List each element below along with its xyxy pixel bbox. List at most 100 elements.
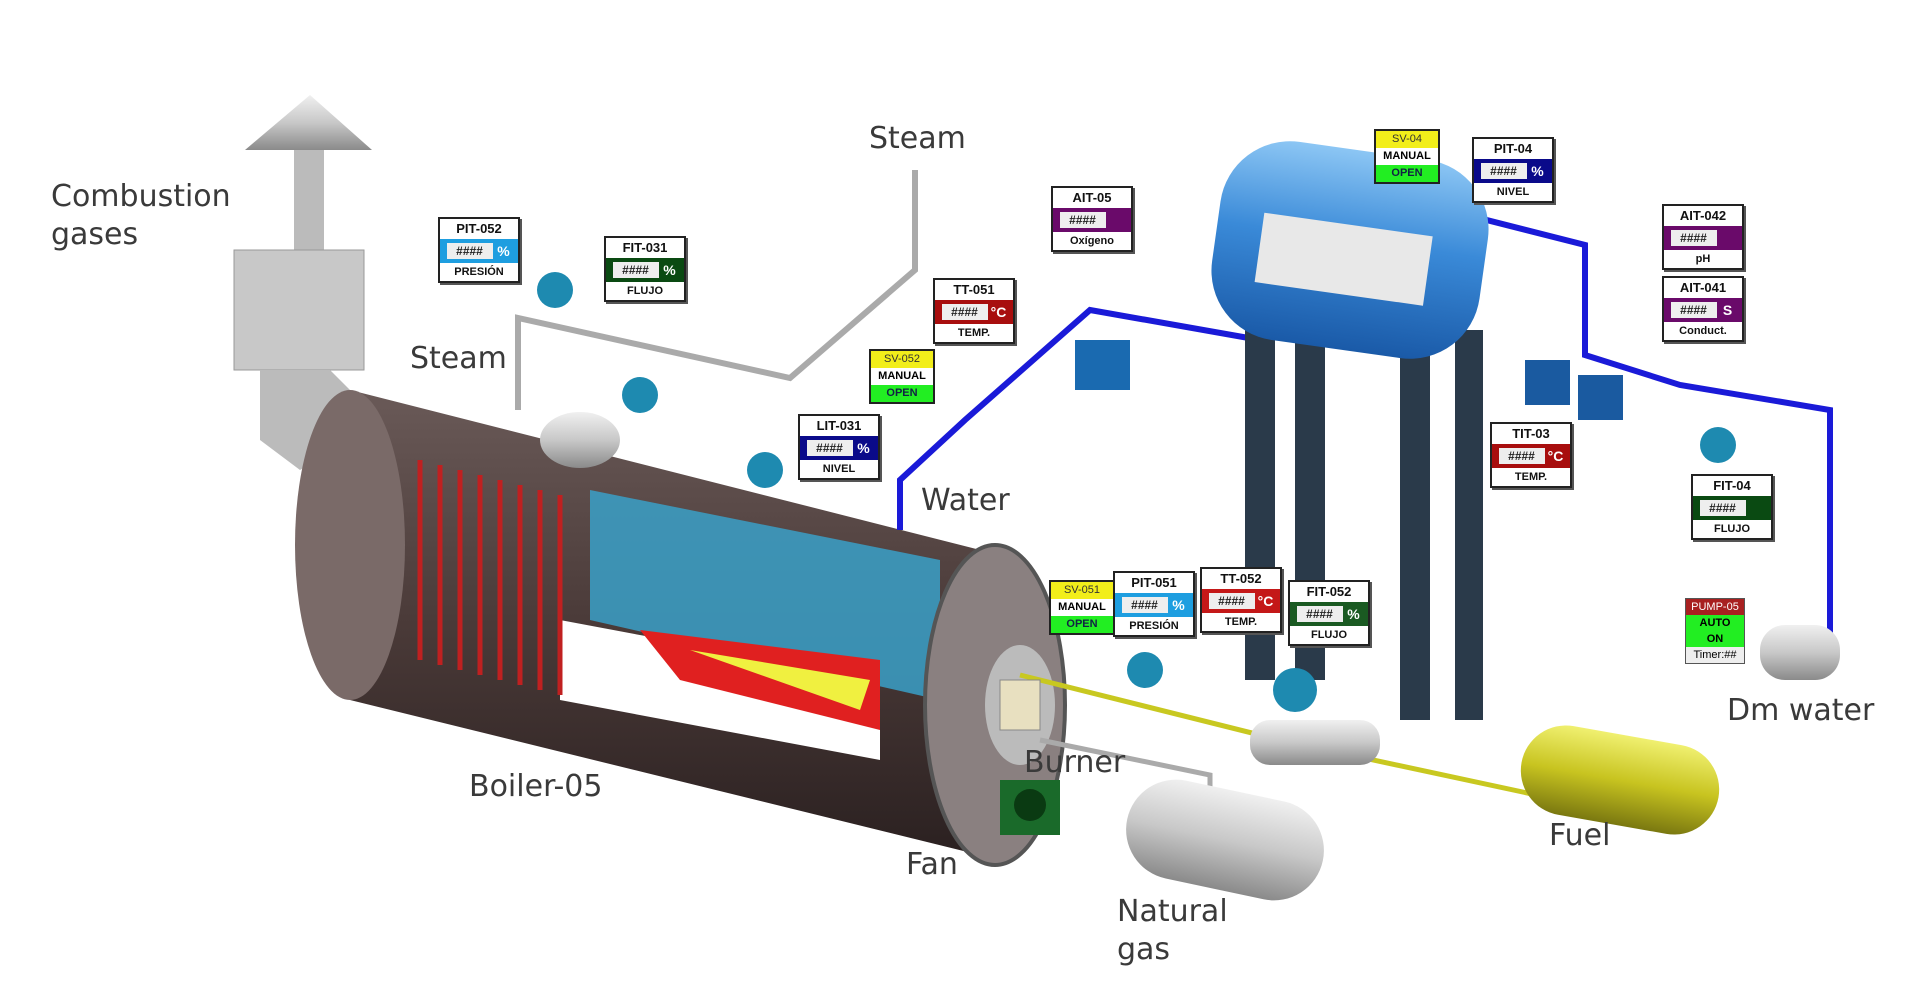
- tag-value: ####: [806, 440, 853, 456]
- tag-value-row: #### °C: [1202, 589, 1280, 613]
- tag-value-row: #### %: [800, 436, 878, 460]
- pump-id: PUMP-05: [1686, 599, 1744, 615]
- tag-value: ####: [1059, 212, 1106, 228]
- valve-id: SV-04: [1376, 131, 1438, 148]
- valve-mode: MANUAL: [878, 370, 926, 382]
- instrument-tag-tt-051[interactable]: TT-051 #### °C TEMP.: [933, 278, 1015, 344]
- tag-footer: FLUJO: [1310, 629, 1348, 641]
- valve-state: OPEN: [871, 385, 933, 402]
- valve-id: SV-052: [871, 351, 933, 368]
- valve-state: OPEN: [1051, 616, 1113, 633]
- valve-status-sv-04[interactable]: SV-04 MANUAL OPEN: [1374, 129, 1440, 184]
- tag-value: ####: [1121, 597, 1168, 613]
- valve-mode: MANUAL: [1383, 150, 1431, 162]
- tag-value-row: #### %: [1474, 159, 1552, 183]
- fan: [1000, 780, 1060, 835]
- instrument-tag-pit-052[interactable]: PIT-052 #### % PRESIÓN: [438, 217, 520, 283]
- tag-unit: %: [1172, 597, 1185, 613]
- label-boiler: Boiler-05: [469, 769, 603, 804]
- tag-footer: TEMP.: [957, 327, 991, 339]
- tag-unit: S: [1722, 302, 1733, 318]
- fuel-filter: [1250, 720, 1380, 765]
- instrument-tag-ait-05[interactable]: AIT-05 #### Oxígeno: [1051, 186, 1133, 252]
- valve-mode: MANUAL: [1058, 601, 1106, 613]
- tag-unit: %: [857, 440, 870, 456]
- steam-pipe: [515, 170, 918, 410]
- tag-id: AIT-042: [1679, 208, 1727, 223]
- tag-unit: %: [1347, 606, 1360, 622]
- tag-id: PIT-051: [1131, 575, 1177, 590]
- valve-status-sv-051[interactable]: SV-051 MANUAL OPEN: [1049, 580, 1115, 635]
- tag-value-row: #### S: [1664, 298, 1742, 322]
- label-steam-top: Steam: [869, 121, 966, 156]
- tag-value-row: #### °C: [935, 300, 1013, 324]
- label-water: Water: [921, 483, 1010, 518]
- tag-footer: NIVEL: [822, 463, 856, 475]
- natural-gas-tank: [1126, 779, 1324, 901]
- tag-footer: NIVEL: [1496, 186, 1530, 198]
- instrument-tag-pit-04[interactable]: PIT-04 #### % NIVEL: [1472, 137, 1554, 203]
- tag-value-row: ####: [1053, 208, 1131, 232]
- instrument-tag-lit-031[interactable]: LIT-031 #### % NIVEL: [798, 414, 880, 480]
- tag-value: ####: [1498, 448, 1545, 464]
- tag-footer: PRESIÓN: [1129, 620, 1179, 632]
- tag-unit: °C: [990, 304, 1007, 320]
- tag-id: FIT-052: [1306, 584, 1352, 599]
- instrument-tag-tt-052[interactable]: TT-052 #### °C TEMP.: [1200, 567, 1282, 633]
- tag-value: ####: [1480, 163, 1527, 179]
- tag-unit: %: [663, 262, 676, 278]
- instrument-tag-fit-031[interactable]: FIT-031 #### % FLUJO: [604, 236, 686, 302]
- tag-value-row: ####: [1664, 226, 1742, 250]
- deaerator-tank: [1211, 141, 1489, 359]
- tag-value: ####: [1296, 606, 1343, 622]
- boiler-05: [295, 390, 1067, 867]
- pump-mode: AUTO: [1686, 615, 1744, 631]
- label-combustion-gases: Combustion gases: [51, 179, 231, 252]
- pump-timer: Timer:##: [1686, 647, 1744, 663]
- instrument-tag-pit-051[interactable]: PIT-051 #### % PRESIÓN: [1113, 571, 1195, 637]
- tag-id: TT-051: [953, 282, 995, 297]
- tag-value-row: #### %: [1115, 593, 1193, 617]
- tag-value: ####: [446, 243, 493, 259]
- label-dm-water: Dm water: [1727, 693, 1875, 728]
- instrument-tag-ait-042[interactable]: AIT-042 #### pH: [1662, 204, 1744, 270]
- tag-footer: TEMP.: [1514, 471, 1548, 483]
- tag-unit: °C: [1257, 593, 1274, 609]
- pump-status-pump-05[interactable]: PUMP-05 AUTO ON Timer:##: [1685, 598, 1745, 664]
- tag-id: AIT-05: [1072, 190, 1112, 205]
- tag-value: ####: [941, 304, 988, 320]
- dm-water-pump: [1760, 625, 1840, 680]
- label-fuel: Fuel: [1549, 818, 1611, 853]
- instrument-tag-fit-04[interactable]: FIT-04 #### FLUJO: [1691, 474, 1773, 540]
- tag-value: ####: [1670, 230, 1717, 246]
- tag-value-row: #### %: [1290, 602, 1368, 626]
- instrument-tag-tit-03[interactable]: TIT-03 #### °C TEMP.: [1490, 422, 1572, 488]
- tag-unit: °C: [1547, 448, 1564, 464]
- deaerator-legs: [1245, 290, 1483, 720]
- instrument-tag-ait-041[interactable]: AIT-041 #### S Conduct.: [1662, 276, 1744, 342]
- valve-state: OPEN: [1376, 165, 1438, 182]
- tag-footer: Oxígeno: [1069, 235, 1114, 247]
- tag-id: AIT-041: [1679, 280, 1727, 295]
- valve-id: SV-051: [1051, 582, 1113, 599]
- tag-id: TIT-03: [1512, 426, 1550, 441]
- water-pipe: [897, 162, 1833, 660]
- transmitters: [537, 272, 1736, 712]
- tag-value: ####: [1699, 500, 1746, 516]
- pump-state: ON: [1686, 631, 1744, 647]
- tag-footer: TEMP.: [1224, 616, 1258, 628]
- burner: [999, 679, 1041, 731]
- tag-footer: Conduct.: [1679, 325, 1727, 337]
- tag-id: PIT-04: [1493, 141, 1533, 156]
- tag-value-row: #### °C: [1492, 444, 1570, 468]
- tag-unit: %: [1531, 163, 1544, 179]
- fuel-tank: [1520, 725, 1720, 835]
- tag-footer: PRESIÓN: [454, 266, 504, 278]
- tag-value-row: #### %: [440, 239, 518, 263]
- instrument-tag-fit-052[interactable]: FIT-052 #### % FLUJO: [1288, 580, 1370, 646]
- tag-footer: pH: [1695, 253, 1711, 265]
- tag-footer: FLUJO: [1713, 523, 1751, 535]
- label-fan: Fan: [906, 847, 958, 882]
- valve-status-sv-052[interactable]: SV-052 MANUAL OPEN: [869, 349, 935, 404]
